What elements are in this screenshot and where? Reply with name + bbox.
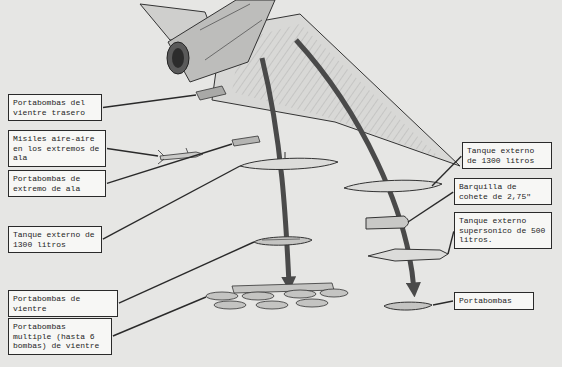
callout-box: Tanque externo supersonico de 500 litros… [454, 212, 552, 249]
leader-line [433, 301, 453, 305]
wingtip-rack [232, 136, 260, 146]
callout-box: Portabombas multiple (hasta 6 bombas) de… [8, 318, 112, 355]
callout-text: Tanque externo de 1300 litros [467, 146, 547, 165]
callout-text: Tanque externo supersonico de 500 litros… [459, 216, 547, 245]
callout-box: Portabombas del vientre trasero [8, 94, 102, 121]
callout-box: Portabombas de extremo de ala [8, 170, 106, 197]
leader-line [103, 166, 240, 239]
callout-box: Portabombas de vientre [8, 290, 118, 317]
leader-line [448, 231, 454, 254]
rear-bomb-rack [196, 86, 226, 100]
fuselage-panel-lines [200, 4, 262, 60]
leader-line [113, 297, 206, 336]
callout-box: Tanque externo de 1300 litros [8, 226, 102, 253]
callout-box: Misiles aire-aire en los extremos de ala [8, 130, 106, 167]
fuel-tank [240, 158, 338, 169]
callout-text: Portabombas multiple (hasta 6 bombas) de… [13, 322, 107, 351]
callout-box: Tanque externo de 1300 litros [462, 142, 552, 169]
ventral-bomb-rack [254, 237, 312, 245]
bomb-rack [384, 302, 432, 310]
engine-nozzle [167, 42, 189, 74]
leader-line [119, 242, 254, 303]
leader-line [107, 149, 158, 156]
callout-text: Portabombas de extremo de ala [13, 174, 101, 193]
air-air-missile [158, 148, 203, 164]
engine-nozzle-inner [172, 48, 184, 68]
leader-line [107, 144, 232, 183]
supersonic-tank [368, 249, 448, 261]
callout-text: Portabombas del vientre trasero [13, 98, 97, 117]
transfer-arrow [262, 58, 289, 284]
callout-text: Tanque externo de 1300 litros [13, 230, 97, 249]
callout-box: Portabombas [454, 292, 534, 310]
rocket-pod [366, 216, 409, 229]
callout-text: Misiles aire-aire en los extremos de ala [13, 134, 101, 163]
fuselage [168, 0, 275, 82]
fuel-tank [344, 180, 442, 192]
callout-text: Portabombas [459, 296, 529, 306]
multiple-bomb-rack [206, 283, 348, 309]
callout-text: Portabombas de vientre [13, 294, 113, 313]
leader-line [408, 192, 453, 222]
leader-line [103, 95, 196, 107]
callout-box: Barquilla de cohete de 2,75" [454, 178, 552, 205]
callout-text: Barquilla de cohete de 2,75" [459, 182, 547, 201]
